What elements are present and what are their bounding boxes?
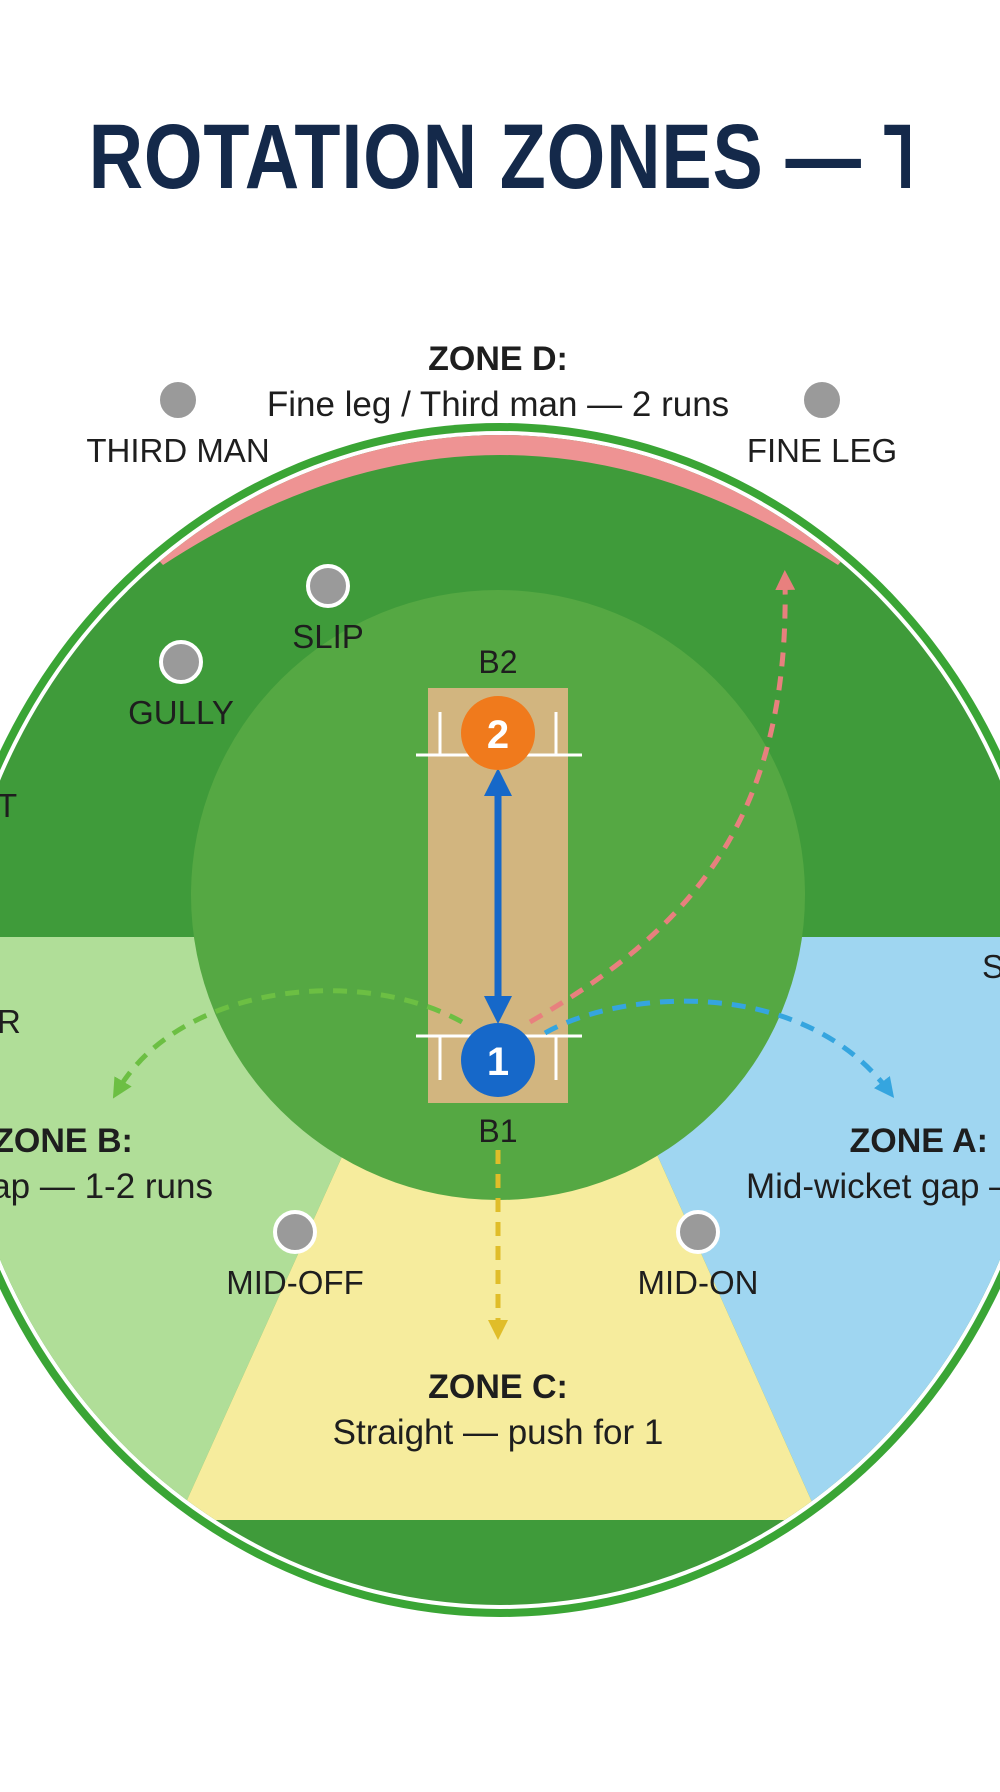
fielder-fine-leg-label: FINE LEG [747, 432, 897, 469]
batter-non-striker-label: B2 [478, 644, 517, 680]
svg-text:2: 2 [487, 713, 509, 757]
zone-c-subtitle: Straight — push for 1 [333, 1413, 664, 1452]
fielder-left-cut-label-2: R [0, 1003, 21, 1040]
batter-non-striker: 2 [461, 696, 535, 770]
fielder-third-man-icon [156, 378, 200, 422]
fielder-third-man-label: THIRD MAN [86, 432, 269, 469]
zone-b-subtitle: gap — 1-2 runs [0, 1167, 213, 1206]
zone-d-title: ZONE D: [428, 340, 568, 378]
zone-d-subtitle: Fine leg / Third man — 2 runs [267, 385, 729, 424]
fielder-slip-icon [306, 564, 350, 608]
fielder-dots [156, 378, 844, 1254]
shot-arrow-zone-b [112, 988, 464, 1099]
zone-a-subtitle: Mid-wicket gap — [746, 1167, 1000, 1206]
fielder-gully-label: GULLY [128, 694, 234, 731]
fielder-mid-on-icon [676, 1210, 720, 1254]
batter-striker: 1 [461, 1023, 535, 1097]
page-title: RIKE ROTATION ZONES — TARGI [90, 106, 910, 208]
zone-a-title: ZONE A: [849, 1122, 988, 1160]
zone-d-area [20, 435, 965, 565]
fielder-mid-on-label: MID-ON [638, 1264, 759, 1301]
fielder-fine-leg-icon [800, 378, 844, 422]
fielder-gully-icon [159, 640, 203, 684]
zone-c-title: ZONE C: [428, 1368, 568, 1406]
shot-arrow-zone-a [543, 998, 895, 1098]
zone-b-title: ZONE B: [0, 1122, 133, 1160]
shot-arrow-zone-d [528, 570, 796, 1025]
fielder-slip-label: SLIP [292, 618, 364, 655]
svg-text:1: 1 [487, 1040, 509, 1084]
batter-striker-label: B1 [478, 1113, 517, 1149]
fielder-left-cut-label-1: T [0, 787, 17, 824]
fielder-mid-off-icon [273, 1210, 317, 1254]
fielder-mid-off-label: MID-OFF [226, 1264, 363, 1301]
fielder-right-cut-label: S [982, 948, 1000, 985]
